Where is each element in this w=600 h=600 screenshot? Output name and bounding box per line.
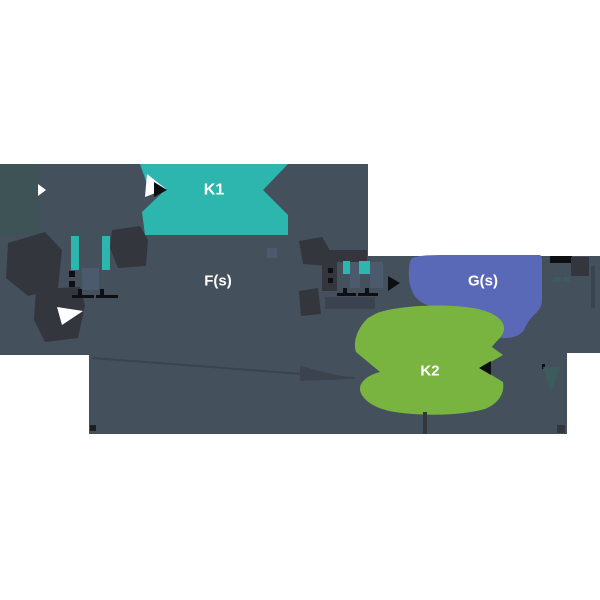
diagonal-wedge bbox=[300, 366, 353, 381]
summing-junction-left bbox=[69, 236, 118, 298]
charcoal-blob-mid bbox=[110, 226, 148, 268]
block-fs-label: F(s) bbox=[204, 273, 232, 290]
block-gs bbox=[408, 255, 542, 338]
charcoal-blob-left-lower-notch bbox=[57, 307, 83, 325]
block-gs-label: G(s) bbox=[468, 273, 498, 290]
block-k2-label: K2 bbox=[420, 363, 439, 380]
wire-node-left bbox=[90, 425, 96, 431]
charcoal-blob-junction2-a bbox=[299, 237, 331, 266]
wire-below-k2 bbox=[423, 412, 427, 434]
steel-fragment bbox=[267, 248, 277, 258]
arrowhead-into-k1-icon bbox=[154, 182, 167, 197]
wire-tick-right bbox=[542, 364, 545, 369]
charcoal-blob-junction2-b bbox=[299, 288, 321, 316]
charcoal-band-junction2-low bbox=[325, 297, 375, 309]
block-k1 bbox=[140, 164, 288, 235]
wire-node-right bbox=[557, 425, 565, 433]
wire-arrow-down-icon bbox=[543, 367, 560, 392]
charcoal-blob-junction2-c bbox=[322, 261, 337, 291]
block-k1-label: K1 bbox=[204, 182, 225, 199]
arrowhead-into-gs-icon bbox=[388, 276, 400, 291]
arrowhead-into-k2-icon bbox=[479, 361, 491, 375]
summing-junction-mid bbox=[328, 261, 383, 296]
charcoal-band-junction2 bbox=[325, 250, 367, 262]
charcoal-blob-left-upper bbox=[6, 232, 62, 296]
block-k2 bbox=[354, 305, 505, 415]
tinted-block-remnant bbox=[0, 164, 40, 234]
tinted-block-notch bbox=[38, 184, 46, 196]
output-junction bbox=[550, 256, 595, 308]
